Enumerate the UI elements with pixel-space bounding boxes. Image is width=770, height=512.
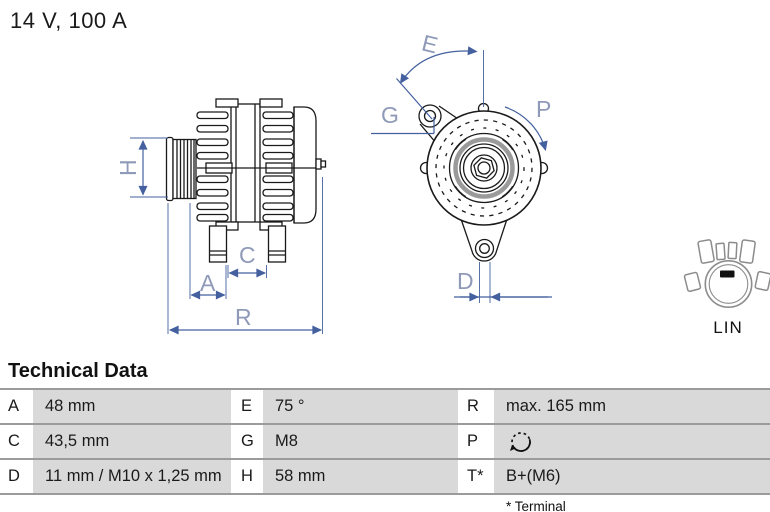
param-value-rotation [494, 425, 770, 458]
param-value: B+(M6) [494, 460, 770, 493]
connector-label: LIN [713, 318, 742, 337]
param-key: P [461, 425, 494, 458]
param-key: T* [461, 460, 494, 493]
param-key: H [236, 460, 263, 493]
front-view-dimensions: E G P D [371, 29, 552, 303]
dim-label-g: G [381, 102, 399, 128]
column-gap [231, 390, 236, 423]
front-view-drawing: E G P D [371, 29, 552, 303]
pulley [165, 136, 197, 202]
alternator-body-side [196, 98, 327, 231]
column-gap [458, 460, 461, 493]
column-gap [231, 425, 236, 458]
param-key: R [461, 390, 494, 423]
dim-label-h: H [115, 159, 141, 176]
table-row: A 48 mm E 75 ° R max. 165 mm [0, 388, 770, 423]
param-value: 11 mm / M10 x 1,25 mm [33, 460, 231, 493]
param-key: C [0, 425, 33, 458]
dim-label-a: A [200, 270, 216, 296]
param-key: A [0, 390, 33, 423]
param-value: 75 ° [263, 390, 458, 423]
lin-connector-icon: LIN [683, 239, 770, 337]
dim-label-p: P [536, 96, 551, 122]
rotation-clockwise-icon [510, 431, 531, 452]
param-value: 58 mm [263, 460, 458, 493]
param-value: 43,5 mm [33, 425, 231, 458]
side-view-dimensions: H A C R [115, 137, 323, 335]
column-gap [231, 460, 236, 493]
page-title: 14 V, 100 A [10, 8, 128, 33]
section-title: Technical Data [8, 360, 148, 382]
table-row: C 43,5 mm G M8 P [0, 423, 770, 458]
connector-pin [720, 270, 735, 278]
technical-data-section: Technical Data A 48 mm E 75 ° R max. 165… [0, 358, 770, 512]
side-view-drawing: H A C R [115, 98, 327, 335]
technical-drawing: H A C R [115, 29, 770, 337]
param-key: E [236, 390, 263, 423]
param-value: M8 [263, 425, 458, 458]
table-row: D 11 mm / M10 x 1,25 mm H 58 mm T* B+(M6… [0, 458, 770, 493]
dim-label-e: E [419, 29, 440, 58]
dim-label-c: C [239, 242, 256, 268]
param-key: G [236, 425, 263, 458]
column-gap [458, 425, 461, 458]
mounting-feet [208, 225, 287, 263]
table-footnote: * Terminal [506, 499, 566, 512]
mounting-lug-bottom [460, 218, 508, 262]
param-value: 48 mm [33, 390, 231, 423]
dim-label-d: D [457, 268, 474, 294]
technical-data-table: A 48 mm E 75 ° R max. 165 mm C 43,5 mm G… [0, 388, 770, 495]
param-key: D [0, 460, 33, 493]
dim-label-r: R [235, 304, 252, 330]
alternator-body-front [426, 110, 542, 226]
column-gap [458, 390, 461, 423]
param-value: max. 165 mm [494, 390, 770, 423]
